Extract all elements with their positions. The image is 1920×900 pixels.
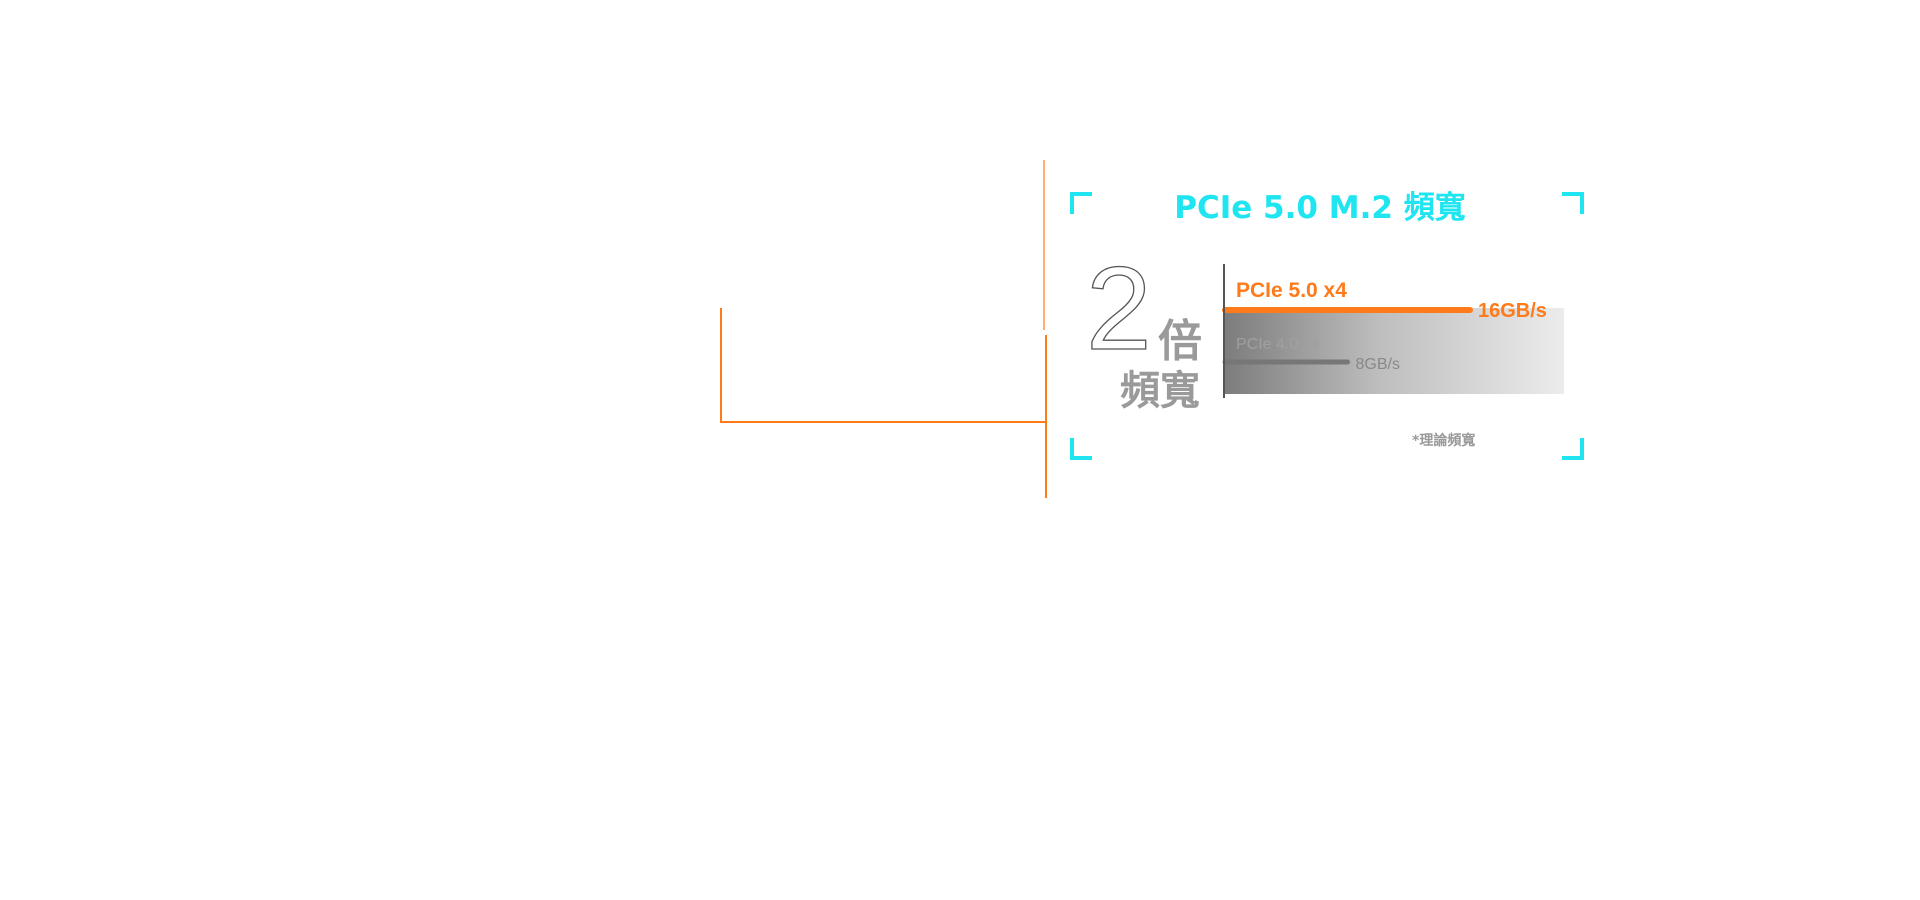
footnote: *理論頻寬 [1412, 433, 1476, 449]
value-label-0: 16GB/s [1478, 300, 1547, 322]
category-label-0: PCIe 5.0 x4 [1236, 279, 1347, 302]
frame-corner-bottom-left [1070, 438, 1092, 460]
callout-line-vertical-left [720, 308, 722, 422]
value-label-1: 8GB/s [1356, 356, 1400, 373]
headline-number: 2 [1085, 243, 1152, 375]
headline-multiplier: 倍 [1158, 316, 1202, 367]
frame-corner-bottom-right [1562, 438, 1584, 460]
callout-line-top-accent [1043, 160, 1045, 330]
frame-corner-top-left [1070, 192, 1092, 214]
frame-corner-top-right [1562, 192, 1584, 214]
category-label-1: PCIe 4.0 x4 [1236, 336, 1320, 353]
callout-line-horizontal [720, 421, 1045, 423]
chart-title: PCIe 5.0 M.2 頻寬 [1174, 190, 1466, 226]
callout-line-vertical-right [1045, 335, 1047, 498]
headline-label: 頻寬 [1120, 368, 1200, 414]
chart-background-panel [1224, 308, 1564, 394]
